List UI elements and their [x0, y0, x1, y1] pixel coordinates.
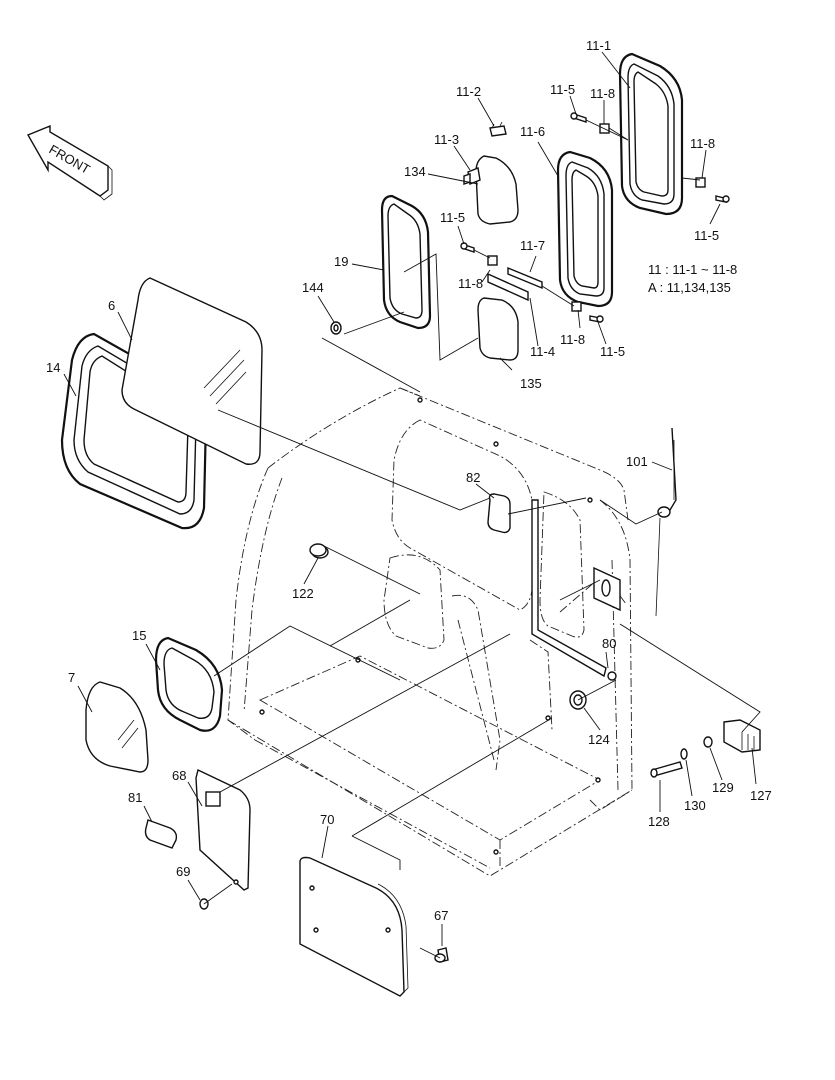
callout-11-5-right: 11-5	[694, 228, 719, 243]
callout-122: 122	[292, 586, 314, 601]
bolt-67	[434, 947, 449, 963]
callout-128: 128	[648, 814, 670, 829]
legend-line-1: 11 : 11-1 ~ 11-8	[648, 262, 737, 277]
callout-11-8-low: 11-8	[560, 332, 585, 347]
callout-67: 67	[434, 908, 448, 923]
callout-11-5-top: 11-5	[550, 82, 575, 97]
callout-135: 135	[520, 376, 542, 391]
callout-127: 127	[750, 788, 772, 803]
cab-frame	[227, 387, 633, 877]
callout-15: 15	[132, 628, 146, 643]
callout-134: 134	[404, 164, 426, 179]
callout-82: 82	[466, 470, 480, 485]
callout-11-5-low: 11-5	[600, 344, 625, 359]
callout-80: 80	[602, 636, 616, 651]
callout-labels: 11-1 11-2 11-3 11-5 11-8 11-6 134 11-8 1…	[46, 38, 772, 923]
latch-plate	[593, 566, 621, 612]
callout-69: 69	[176, 864, 190, 879]
callout-11-8-top: 11-8	[590, 86, 615, 101]
callout-144: 144	[302, 280, 324, 295]
callout-11-1: 11-1	[586, 38, 611, 53]
callout-11-8-mid: 11-8	[458, 276, 483, 291]
window-seal-15	[154, 636, 224, 732]
small-glass-135	[477, 297, 519, 361]
bracket-68	[195, 769, 251, 891]
callout-11-6: 11-6	[520, 124, 545, 139]
panel-70	[299, 856, 409, 997]
callout-130: 130	[684, 798, 706, 813]
legend-line-2: A : 11,134,135	[648, 280, 731, 295]
callout-124: 124	[588, 732, 610, 747]
front-arrow-icon: FRONT	[26, 124, 113, 201]
callout-11-2: 11-2	[456, 84, 481, 99]
callout-11-3: 11-3	[434, 132, 459, 147]
callout-101: 101	[626, 454, 648, 469]
side-window-seal-19	[380, 194, 432, 330]
lock-assembly	[650, 719, 761, 778]
handle-80	[531, 499, 617, 681]
callout-81: 81	[128, 790, 142, 805]
callout-7: 7	[68, 670, 75, 685]
grommet-144	[330, 321, 342, 335]
cap-81	[144, 819, 178, 849]
window-seal-11-6	[556, 150, 614, 308]
callout-6: 6	[108, 298, 115, 313]
callout-11-4: 11-4	[530, 344, 555, 359]
callout-19: 19	[334, 254, 348, 269]
callout-14: 14	[46, 360, 60, 375]
assembly-lines	[63, 51, 761, 959]
callout-70: 70	[320, 812, 334, 827]
front-glass-6	[121, 277, 263, 465]
plug-122	[309, 543, 329, 559]
callout-11-7: 11-7	[520, 238, 545, 253]
callout-68: 68	[172, 768, 186, 783]
cap-82	[487, 493, 511, 534]
callout-11-8-right: 11-8	[690, 136, 715, 151]
small-glass-134	[475, 155, 519, 225]
callout-11-5-mid: 11-5	[440, 210, 465, 225]
callout-129: 129	[712, 780, 734, 795]
window-seal-11-1	[618, 52, 684, 216]
antenna-101	[655, 427, 677, 617]
glass-7	[85, 681, 149, 773]
